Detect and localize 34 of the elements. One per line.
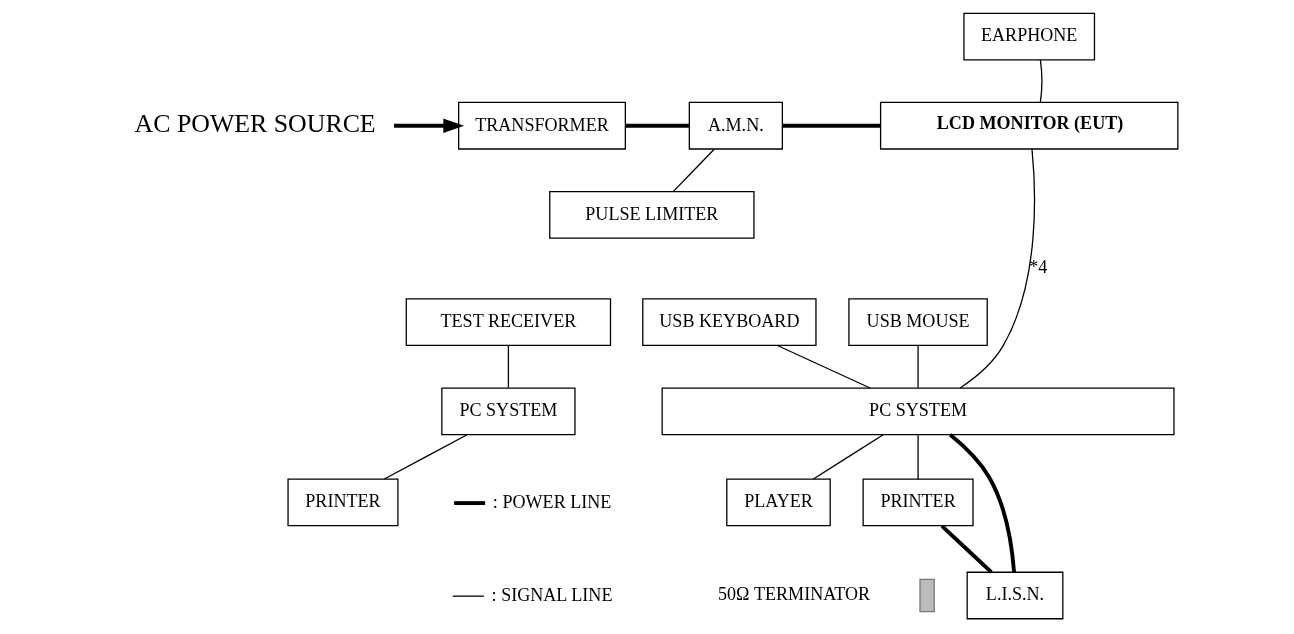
connector: [812, 434, 884, 480]
connector: [625, 123, 689, 128]
connector: [507, 345, 510, 389]
connector: [940, 524, 993, 574]
legend-label: : SIGNAL LINE: [491, 584, 613, 605]
node-box: EARPHONE: [963, 12, 1096, 61]
connector: [949, 433, 1016, 573]
connector: [959, 148, 1036, 389]
node-box: L.I.S.N.: [966, 571, 1064, 620]
connector: [1039, 59, 1043, 103]
edge-label: *4: [1029, 257, 1048, 278]
connector: [673, 148, 715, 192]
node-box: [919, 578, 935, 613]
node-box: PC SYSTEM: [661, 387, 1175, 436]
node-box: PRINTER: [862, 478, 974, 527]
node-box: USB KEYBOARD: [642, 298, 817, 347]
node-box: LCD MONITOR (EUT): [879, 101, 1179, 150]
node-box: PRINTER: [287, 478, 399, 527]
connector: [782, 123, 881, 128]
node-text: AC POWER SOURCE: [134, 109, 376, 139]
node-box: PLAYER: [726, 478, 831, 527]
node-box: USB MOUSE: [848, 298, 988, 347]
node-label: 50Ω TERMINATOR: [717, 584, 871, 605]
connector: [776, 344, 871, 389]
node-box: PC SYSTEM: [441, 387, 576, 436]
node-box: TRANSFORMER: [458, 101, 626, 150]
node-box: TEST RECEIVER: [405, 298, 612, 347]
connector: [383, 434, 468, 480]
legend-label: : POWER LINE: [492, 491, 612, 512]
node-box: A.M.N.: [688, 101, 783, 150]
connector: [917, 345, 919, 389]
arrow: [394, 118, 465, 133]
node-box: PULSE LIMITER: [549, 191, 755, 239]
connector: [917, 434, 919, 480]
